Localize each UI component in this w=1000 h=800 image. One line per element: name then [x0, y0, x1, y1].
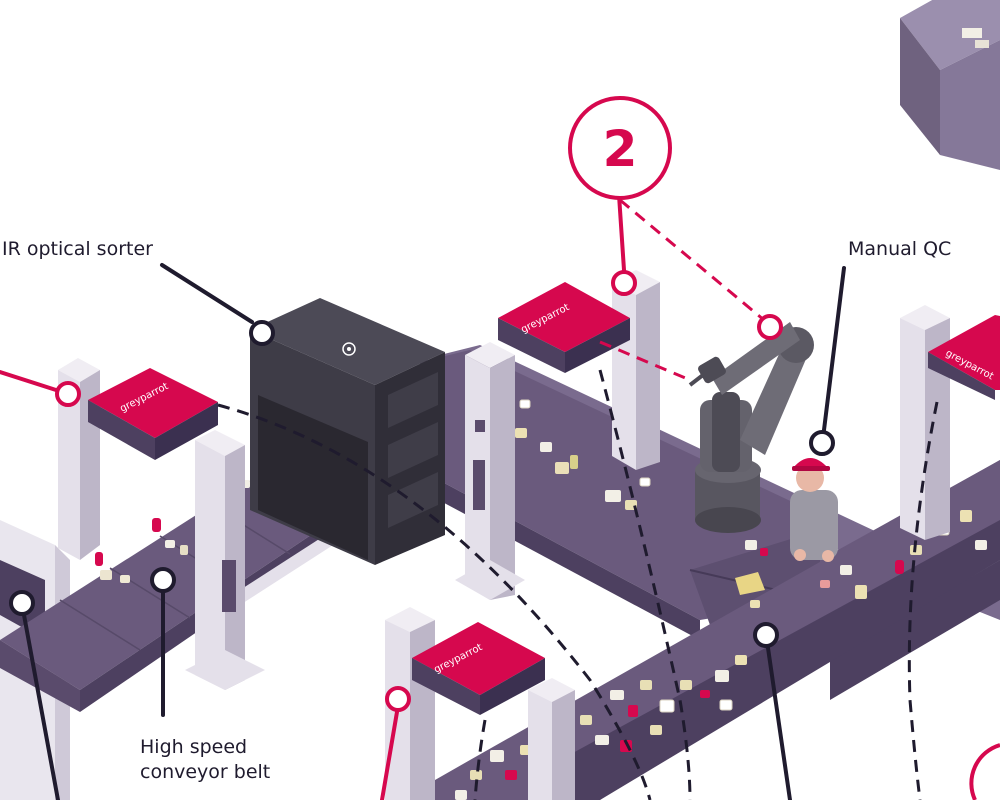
camera-unit-left: greyparrot [88, 368, 218, 460]
callout-leaders-accent [0, 193, 626, 800]
worker-figure [790, 458, 838, 562]
callout-markers-accent [55, 270, 783, 712]
robotic-arm [688, 322, 814, 533]
camera-unit-lower: greyparrot [412, 622, 545, 715]
camera-gantry-left [58, 358, 265, 690]
step-badge: 2 [568, 96, 672, 200]
step-number: 2 [603, 120, 638, 178]
callout-markers-dark [9, 320, 835, 648]
ir-optical-sorter [250, 298, 445, 565]
camera-unit-middle: greyparrot [498, 282, 630, 373]
camera-unit-right: greyparrot [928, 315, 1000, 400]
data-links-dark [217, 369, 939, 800]
label-conveyor-line1: High speed [140, 736, 248, 758]
data-links-accent [599, 198, 771, 382]
camera-gantry-right [900, 305, 950, 540]
upper-platform [900, 0, 1000, 170]
label-conveyor-line2: conveyor belt [140, 761, 271, 783]
label-manual-qc: Manual QC [848, 238, 952, 260]
callout-leaders-dark [22, 263, 846, 800]
step-badge-partial [969, 743, 1000, 800]
label-ir-optical-sorter: IR optical sorter [2, 238, 153, 260]
